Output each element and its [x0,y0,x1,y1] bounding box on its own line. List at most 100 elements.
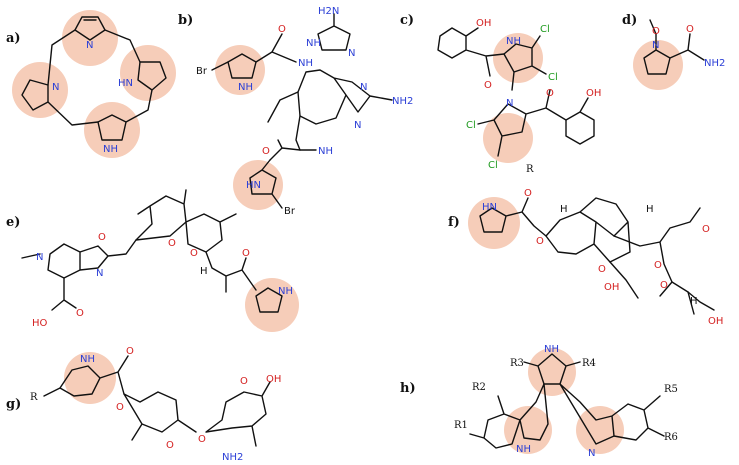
spiroketal-rings [135,189,237,253]
atom-o: O [190,248,198,259]
atom-hn: HN [118,78,133,89]
atom-h2n: H2N [318,6,339,17]
panel-b-label: b) [178,13,193,28]
sugar-ring-2 [205,381,271,447]
atom-n: N [36,252,43,263]
phenol-ring [565,97,595,145]
atom-o: O [546,88,554,99]
panel-a-label: a) [6,31,21,46]
panel-h: h) NH R3 R4 R2 R1 NH R5 R6 N [400,344,678,459]
pyrrole-highlight [84,102,140,158]
atom-o: O [652,26,660,37]
atom-o: O [240,376,248,387]
atom-o: O [126,346,134,357]
methoxy-pyrrole [643,19,705,75]
panel-d-label: d) [622,13,637,28]
pyrrole-highlight [12,62,68,118]
atom-h: H [560,204,568,215]
atom-o: O [278,24,286,35]
pyrrole-ring [255,287,283,313]
atom-nh: NH [506,36,521,47]
atom-nh: NH [238,82,253,93]
pyrrole-ring [503,35,547,91]
pyrrole-ring [137,61,167,91]
pyrrole-highlight [468,197,520,249]
atom-o: O [686,24,694,35]
pyrrole-highlight [215,45,265,95]
panel-d: d) O N O NH2 [622,13,725,90]
panel-a: a) N N HN NH [6,10,176,158]
pyrrole-ring [74,16,106,41]
panel-e-label: e) [6,215,20,230]
panel-c-label: c) [400,13,414,28]
atom-r5: R5 [664,384,678,395]
atom-n: N [652,40,659,51]
atom-o: O [536,236,544,247]
atom-nh: NH [103,144,118,155]
atom-nh2: NH2 [222,452,243,463]
atom-o: O [660,280,668,291]
pyrrole-ring [97,114,127,141]
atom-n: N [348,48,355,59]
atom-o: O [484,80,492,91]
side-chains [267,91,317,151]
atom-o: O [654,260,662,271]
atom-ho: HO [32,318,48,329]
pyrrole-highlight [64,352,116,404]
atom-nh: NH [298,58,313,69]
meso-bridges [47,29,153,126]
atom-oh: OH [586,88,601,99]
atom-hn: HN [482,202,497,213]
atom-n: N [354,120,361,131]
pyrrole-highlight [493,33,543,83]
pyrrole-highlight [62,10,118,66]
atom-nh: NH [318,146,333,157]
panel-e: e) N N O O HO O O H O NH [6,189,299,332]
panel-g: g) R NH O O O O O OH NH2 [6,346,281,463]
atom-cl: Cl [548,72,558,83]
atom-oh: OH [604,282,619,293]
macrocycle-lower [609,261,695,315]
atom-o: O [262,146,270,157]
atom-o: O [116,402,124,413]
atom-cl: Cl [488,160,498,171]
atom-r6: R6 [664,432,678,443]
decalin-core [545,197,631,263]
atom-o: O [168,238,176,249]
pyrrole-highlight [233,160,283,210]
atom-oh: OH [266,374,281,385]
atom-nh2: NH2 [704,58,725,69]
indole-left [469,383,549,449]
atom-o: O [242,248,250,259]
panel-g-label: g) [6,397,21,412]
atom-r: R [30,392,38,403]
pyrrole-ester [479,197,547,237]
panel-b: b) Br NH O NH H2N NH N N N NH2 O NH HN B… [178,6,413,217]
atom-oh: OH [708,316,723,327]
pyrrole-ring [477,89,567,157]
atom-nh: NH [80,354,95,365]
atom-o: O [524,188,532,199]
atom-nh: NH [516,444,531,455]
atom-n: N [86,40,93,51]
atom-nh: NH [278,286,293,297]
atom-r: R [526,164,534,175]
pyrrole-ring [249,159,283,209]
pyrrole-ester [43,355,129,397]
atom-nh: NH [306,38,321,49]
atom-h: H [200,266,208,277]
pyrrole-highlight [633,40,683,90]
atom-o: O [98,232,106,243]
atom-cl: Cl [466,120,476,131]
atom-nh: NH [544,344,559,355]
pyrrole-highlight [528,348,576,396]
pyrrole-highlight [120,45,176,101]
atom-h: H [646,204,654,215]
phenol-ring [437,27,505,77]
amide-link [211,33,297,71]
atom-h: H [690,296,698,307]
side-chain [205,251,257,293]
atom-n: N [506,98,513,109]
carboxylic-acid [51,277,77,311]
